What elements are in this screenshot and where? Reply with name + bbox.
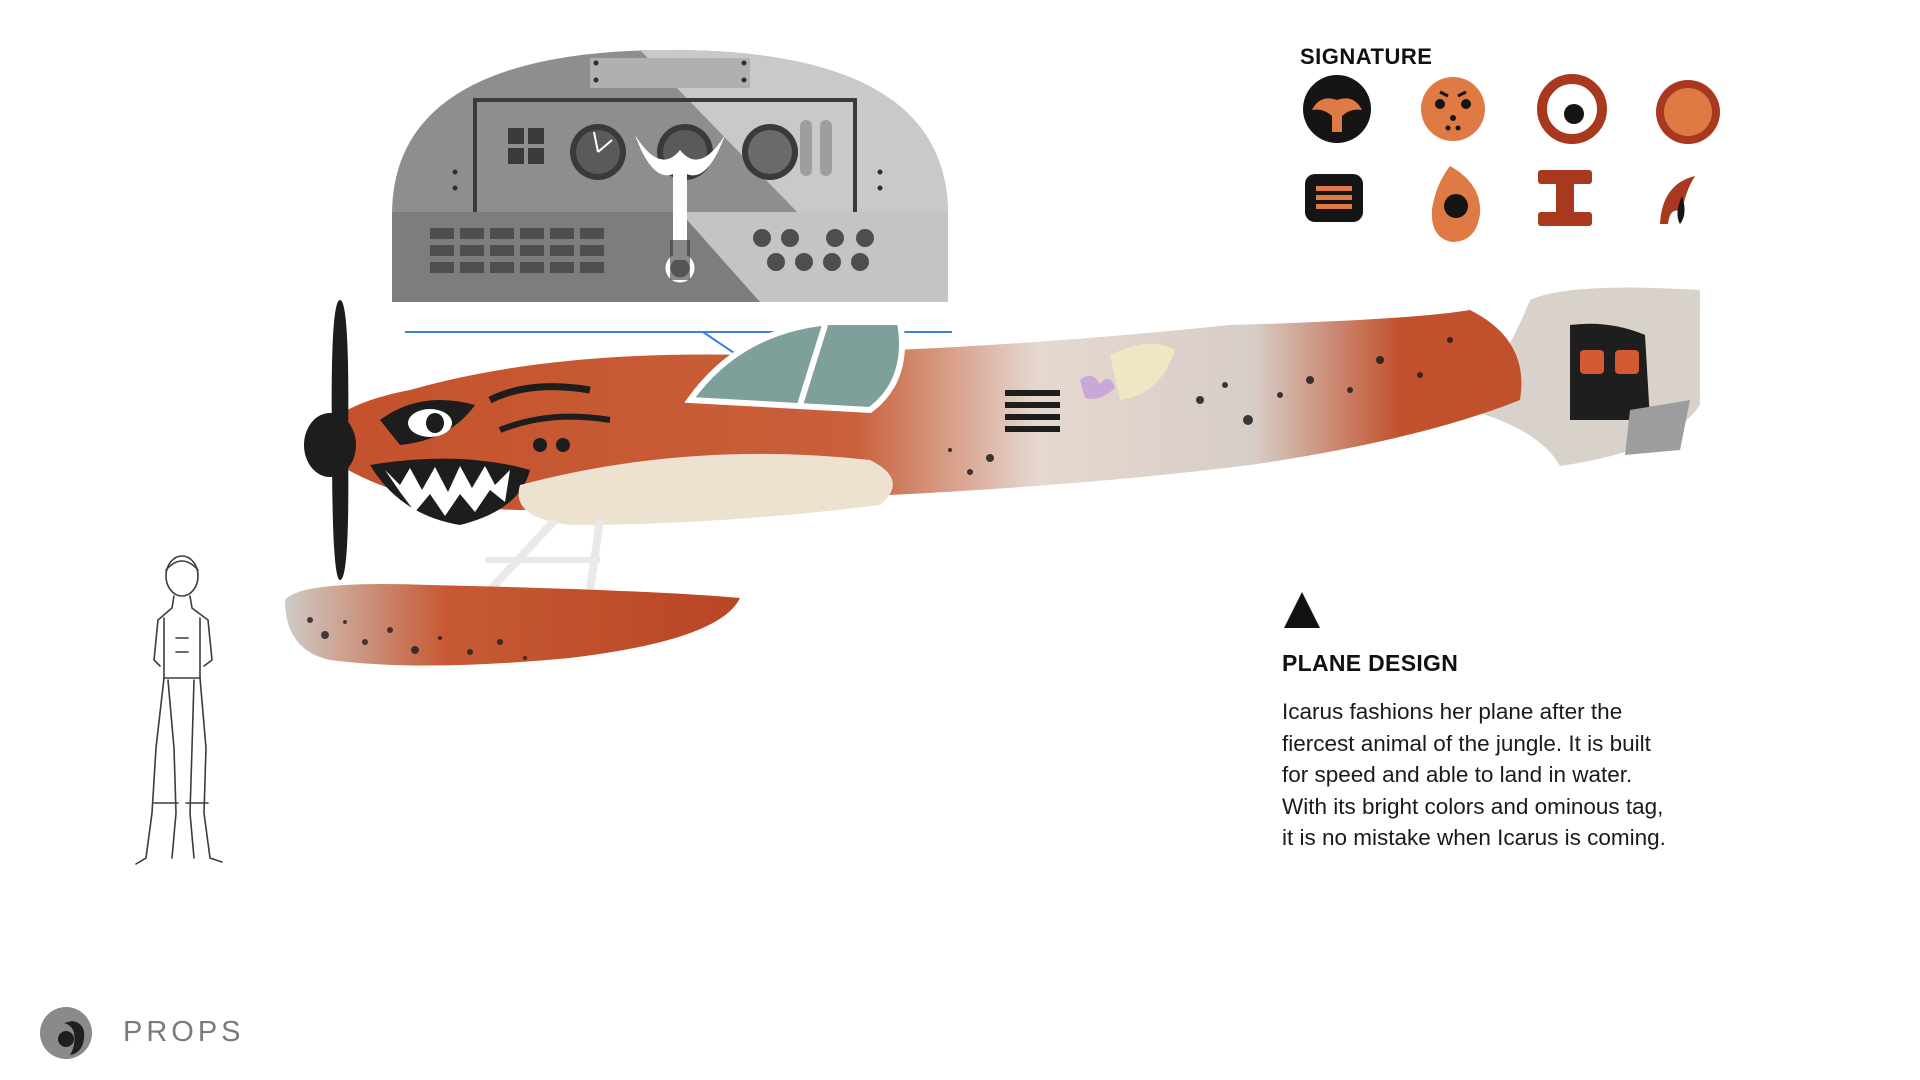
signature-heading: SIGNATURE bbox=[1300, 44, 1433, 69]
orange-circle-icon bbox=[1656, 80, 1720, 144]
ring-dot-icon bbox=[1537, 74, 1607, 144]
section-label: PROPS bbox=[123, 1016, 245, 1048]
i-beam-icon bbox=[1538, 170, 1592, 226]
orange-skull-icon bbox=[1421, 77, 1485, 141]
plane-design-description: Icarus fashions her plane after the fier… bbox=[1282, 696, 1722, 854]
description-line: With its bright colors and ominous tag, bbox=[1282, 793, 1664, 819]
seaplane-illustration bbox=[285, 287, 1700, 666]
triangle-marker-icon bbox=[1284, 592, 1320, 628]
plane-design-heading: PLANE DESIGN bbox=[1282, 650, 1459, 676]
studio-logo-icon bbox=[40, 1007, 92, 1059]
description-line: it is no mistake when Icarus is coming. bbox=[1282, 825, 1666, 850]
swoosh-icon bbox=[1660, 176, 1695, 224]
cockpit-panel-illustration bbox=[392, 50, 948, 302]
black-blob-icon bbox=[1303, 75, 1371, 143]
signature-icon-set bbox=[1303, 74, 1720, 242]
teardrop-dot-icon bbox=[1431, 166, 1481, 242]
description-line: Icarus fashions her plane after the bbox=[1282, 699, 1623, 724]
description-line: fiercest animal of the jungle. It is bui… bbox=[1282, 730, 1651, 756]
character-sketch bbox=[135, 555, 223, 865]
striped-square-icon bbox=[1305, 174, 1363, 222]
description-line: for speed and able to land in water. bbox=[1282, 762, 1633, 787]
